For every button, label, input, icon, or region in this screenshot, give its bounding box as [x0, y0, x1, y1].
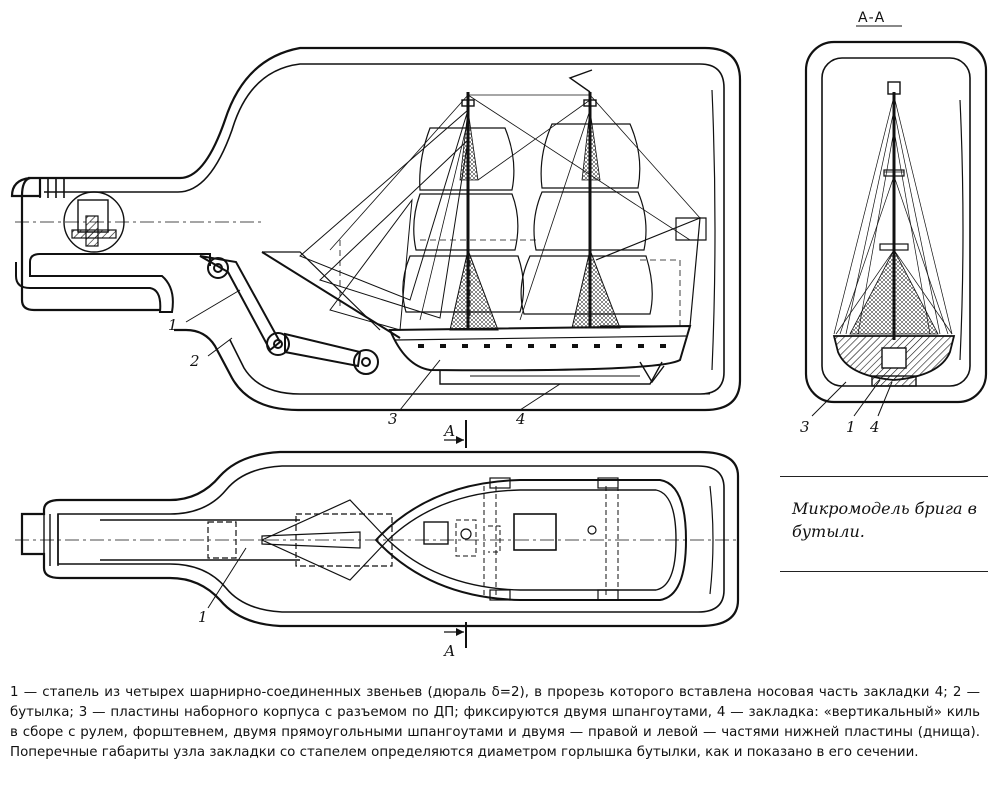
- section-callouts: [811, 379, 893, 417]
- bottle-plan-view: [15, 450, 740, 628]
- section-label-insert: 4: [869, 418, 880, 436]
- ship-side-view: [261, 69, 707, 385]
- ship-hull: [388, 324, 692, 372]
- rigging: [329, 94, 701, 321]
- section-stapel: [871, 375, 917, 387]
- plan-callouts: [207, 547, 247, 609]
- plan-bottle-outer: [20, 450, 740, 628]
- section-arrow-label-top: А: [443, 422, 455, 440]
- side-view-callouts: [185, 289, 561, 411]
- plan-bottle-inner: [57, 465, 725, 613]
- bottle-side-view: [10, 46, 742, 412]
- hinge-joint: [266, 332, 290, 356]
- section-arrow-label-bottom: А: [443, 642, 455, 660]
- section-label-hull-plates: 3: [800, 418, 810, 436]
- main-shrouds: [571, 248, 621, 329]
- plan-ship-hull: [374, 479, 688, 601]
- section-label-stapel: 1: [846, 418, 856, 436]
- bottle-inner-contour: [44, 63, 725, 395]
- bowsprit: [261, 251, 401, 339]
- plan-hatch-main: [513, 513, 557, 551]
- hinge-joint: [353, 349, 379, 375]
- neck-plug-detail: [63, 191, 125, 253]
- label-stapel: 1: [168, 316, 178, 334]
- label-bottle: 2: [189, 352, 200, 370]
- hinge-joint: [207, 257, 229, 279]
- section-title: А-А: [858, 10, 885, 26]
- caption-box: Микромодель брига в бутыли.: [780, 476, 988, 572]
- plan-label-stapel: 1: [198, 608, 208, 626]
- jib-sails: [299, 108, 469, 331]
- stapel-side: [15, 253, 379, 375]
- bottle-cross-section: [804, 40, 988, 404]
- hull-portholes: [418, 344, 666, 348]
- label-hull-plates: 3: [388, 410, 398, 428]
- stern-flag: [675, 217, 707, 241]
- fore-shrouds: [449, 248, 499, 331]
- section-marker-bottom: [444, 622, 467, 648]
- fore-sails: [402, 127, 525, 313]
- label-insert: 4: [515, 410, 526, 428]
- technical-drawing: 1 2 3 4 А А-А: [10, 10, 988, 660]
- legend-text: 1 — стапель из четырех шарнирно-соединен…: [10, 685, 980, 760]
- section-marker-top: [444, 420, 467, 448]
- plan-hatch-fore: [423, 521, 449, 545]
- section-outer-contour: [804, 40, 988, 404]
- mast-pennant: [568, 69, 593, 93]
- caption-text: Микромодель брига в бутыли.: [792, 499, 977, 541]
